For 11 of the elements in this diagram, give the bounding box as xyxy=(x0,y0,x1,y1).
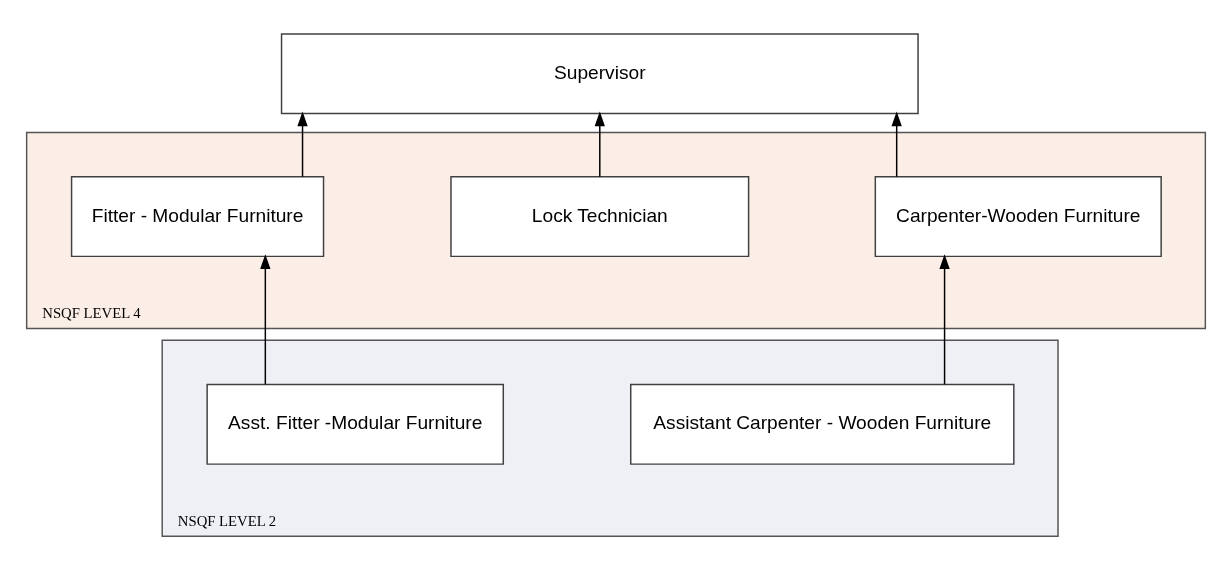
node-box: Lock Technician xyxy=(450,175,750,257)
arrow xyxy=(939,253,950,385)
arrow xyxy=(594,111,605,177)
arrow xyxy=(891,111,902,177)
node-box: Carpenter-Wooden Furniture xyxy=(874,175,1162,257)
arrow xyxy=(297,111,308,177)
node-box: Fitter - Modular Furniture xyxy=(70,175,325,257)
node-box: Assistant Carpenter - Wooden Furniture xyxy=(630,383,1015,465)
arrow xyxy=(260,253,271,385)
node-box: Asst. Fitter -Modular Furniture xyxy=(206,383,505,465)
node-box: Supervisor xyxy=(280,32,919,114)
